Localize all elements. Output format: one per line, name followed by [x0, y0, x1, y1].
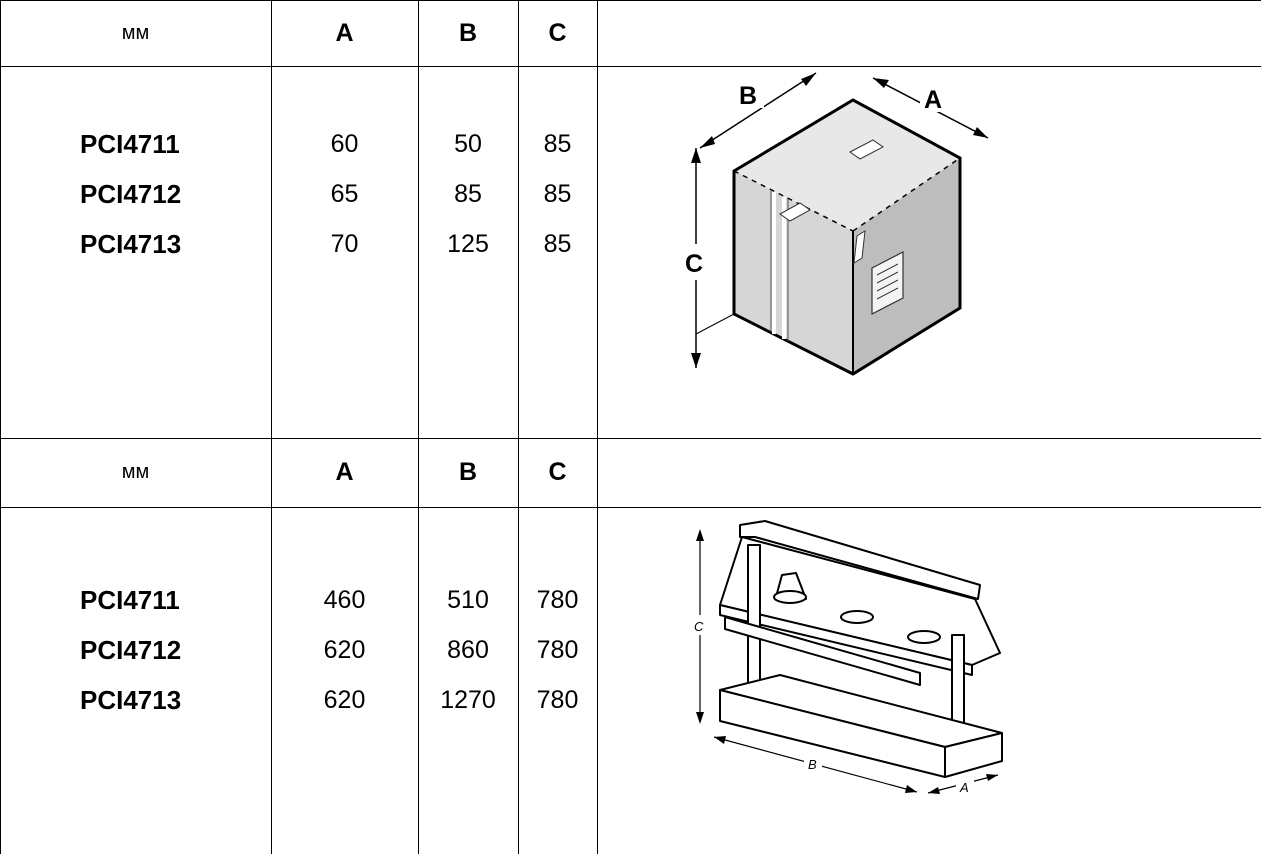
table-left-border	[0, 0, 1, 854]
column-header-a: A	[335, 18, 354, 47]
value-b: 860	[447, 635, 489, 664]
dimension-label-a: A	[959, 780, 969, 795]
column-divider	[597, 0, 598, 854]
packed-box-icon: B A C	[682, 72, 989, 376]
column-header-b: B	[458, 458, 478, 486]
dimension-label-c: C	[694, 619, 704, 634]
dimension-label-a: A	[924, 86, 942, 114]
model-name: PCI4711	[80, 584, 180, 615]
column-divider	[518, 0, 519, 854]
unit-header: мм	[121, 21, 150, 44]
value-b: 85	[454, 179, 482, 208]
value-a: 460	[323, 585, 366, 614]
value-a: 620	[323, 635, 366, 664]
value-c: 780	[536, 585, 579, 614]
dimension-label-b: B	[739, 82, 757, 110]
column-header-a: A	[335, 458, 354, 486]
value-c: 85	[543, 179, 572, 208]
dimension-label-c: C	[685, 250, 703, 278]
value-a: 620	[323, 685, 366, 714]
column-divider	[418, 0, 419, 854]
model-name: PCI4712	[80, 634, 182, 665]
section-divider	[0, 438, 1261, 439]
header-divider	[0, 507, 1261, 508]
value-c: 85	[543, 229, 572, 258]
value-a: 65	[330, 179, 359, 208]
value-a: 60	[330, 129, 359, 158]
column-header-c: C	[548, 458, 567, 486]
value-b: 1270	[440, 685, 496, 714]
value-b: 125	[447, 229, 489, 258]
unit-header: мм	[121, 461, 150, 483]
value-a: 70	[330, 229, 359, 258]
model-name: PCI4713	[80, 684, 182, 715]
value-c: 85	[543, 129, 572, 158]
dimension-label-b: B	[808, 757, 817, 772]
heat-lamp-unit-icon: C B A	[692, 520, 1003, 795]
value-c: 780	[536, 635, 579, 664]
model-name: PCI4713	[80, 228, 182, 259]
column-divider	[271, 0, 272, 854]
table-top-border	[0, 0, 1261, 1]
model-name: PCI4711	[80, 128, 180, 159]
header-divider	[0, 66, 1261, 67]
column-header-b: B	[458, 18, 478, 47]
value-b: 510	[447, 585, 489, 614]
value-c: 780	[536, 685, 579, 714]
value-b: 50	[454, 129, 482, 158]
column-header-c: C	[548, 18, 567, 47]
model-name: PCI4712	[80, 178, 182, 209]
